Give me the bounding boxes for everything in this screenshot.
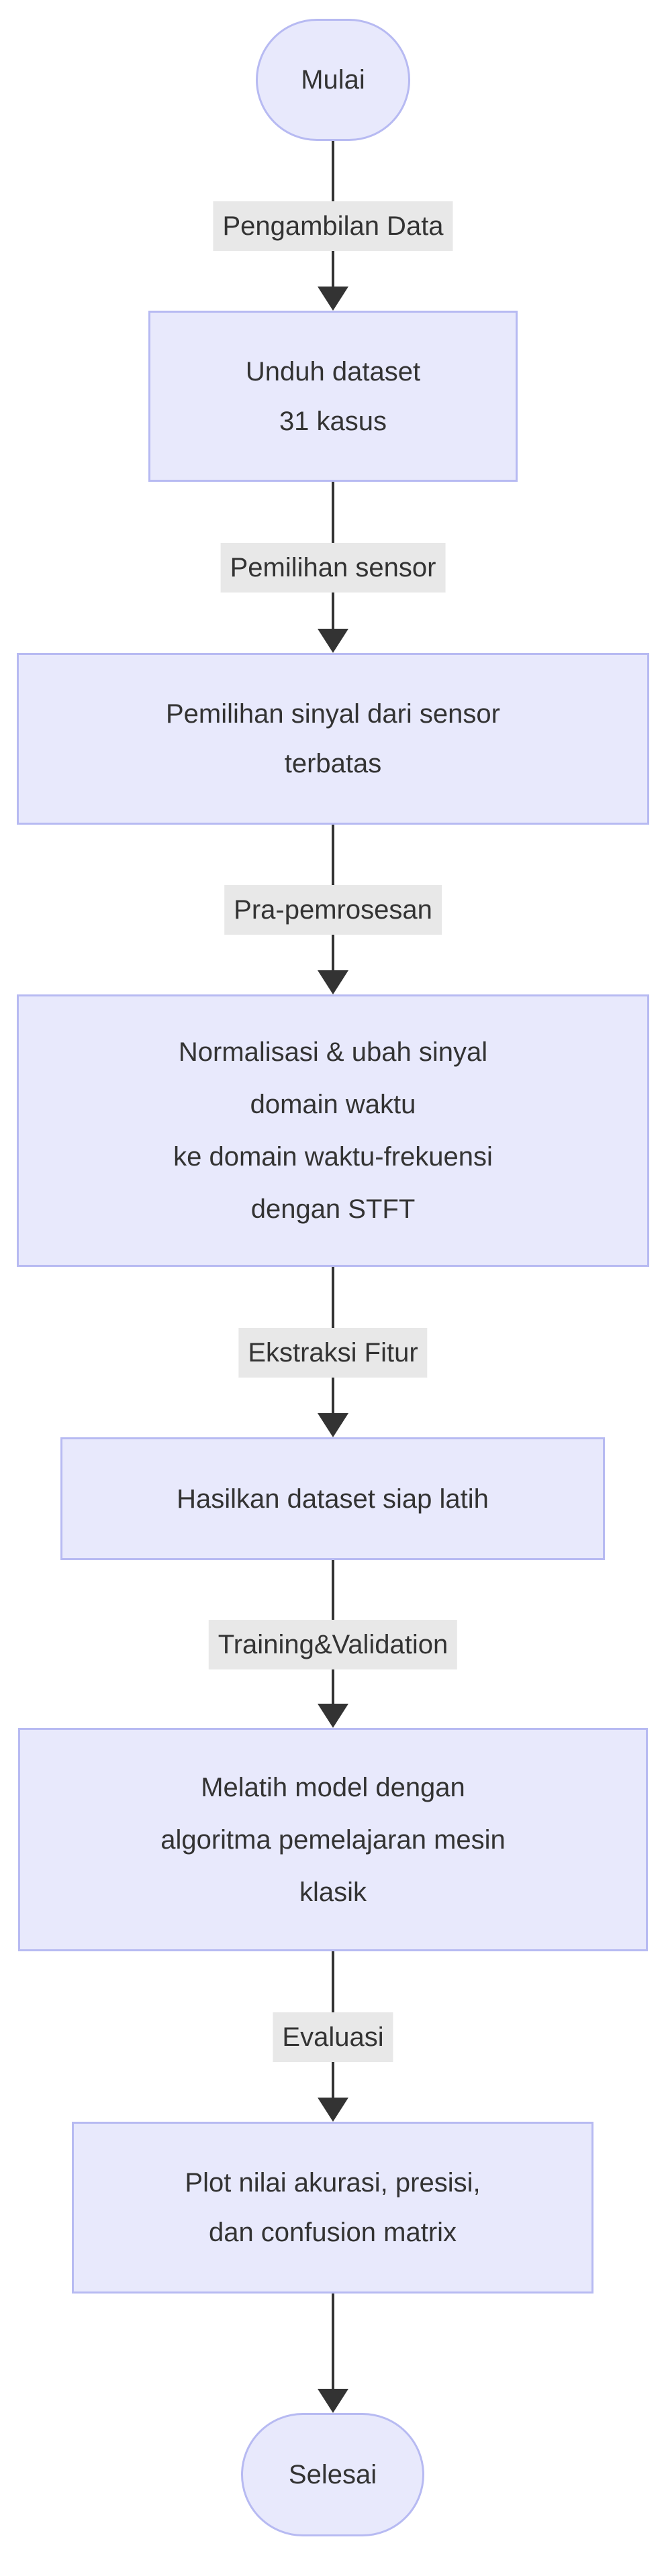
arrowhead-icon [318,1704,348,1728]
node-plot-hasil: Plot nilai akurasi, presisi, dan confusi… [72,2122,593,2294]
node-label-line: Unduh dataset [245,356,421,387]
node-end-selesai: Selesai [241,2413,424,2536]
edge-label-pemilihan-sensor: Pemilihan sensor [220,543,446,593]
edge-label-pengambilan-data: Pengambilan Data [213,201,453,251]
node-label-line: 31 kasus [279,406,387,436]
node-label: Selesai [288,2460,377,2489]
node-dataset-siap-latih: Hasilkan dataset siap latih [60,1437,605,1560]
arrowhead-icon [318,287,348,311]
arrowhead-icon [318,2389,348,2413]
arrowhead-icon [318,2098,348,2122]
node-label-line: terbatas [284,749,382,778]
edge-label-pra-pemrosesan: Pra-pemrosesan [224,885,442,935]
edge-label-evaluasi: Evaluasi [273,2012,393,2062]
node-label-line: Plot nilai akurasi, presisi, [185,2168,481,2198]
node-label-line: Pemilihan sinyal dari sensor [165,699,500,729]
arrowhead-icon [318,1413,348,1437]
node-label-line: domain waktu [250,1090,416,1119]
node-label-line: algoritma pemelajaran mesin [160,1824,506,1855]
node-normalisasi-stft: Normalisasi & ubah sinyal domain waktu k… [17,994,649,1267]
edge-label-training-validation: Training&Validation [208,1620,458,1669]
node-start-mulai: Mulai [256,19,410,141]
node-label-line: dengan STFT [250,1194,416,1224]
node-label-line: Normalisasi & ubah sinyal [178,1037,488,1067]
node-label-line: Melatih model dengan [201,1772,465,1802]
edge-line-plot-to-end [332,2294,334,2408]
node-melatih-model: Melatih model dengan algoritma pemelajar… [18,1728,648,1951]
node-label: Hasilkan dataset siap latih [177,1484,489,1514]
node-label-line: klasik [299,1877,367,1907]
node-label: Mulai [301,65,365,95]
node-label-line: dan confusion matrix [208,2218,457,2247]
node-label-line: ke domain waktu-frekuensi [173,1142,493,1172]
edge-label-ekstraksi-fitur: Ekstraksi Fitur [238,1328,428,1378]
arrowhead-icon [318,629,348,653]
node-pemilihan-sinyal: Pemilihan sinyal dari sensor terbatas [17,653,649,825]
arrowhead-icon [318,970,348,994]
node-unduh-dataset: Unduh dataset 31 kasus [148,311,518,482]
